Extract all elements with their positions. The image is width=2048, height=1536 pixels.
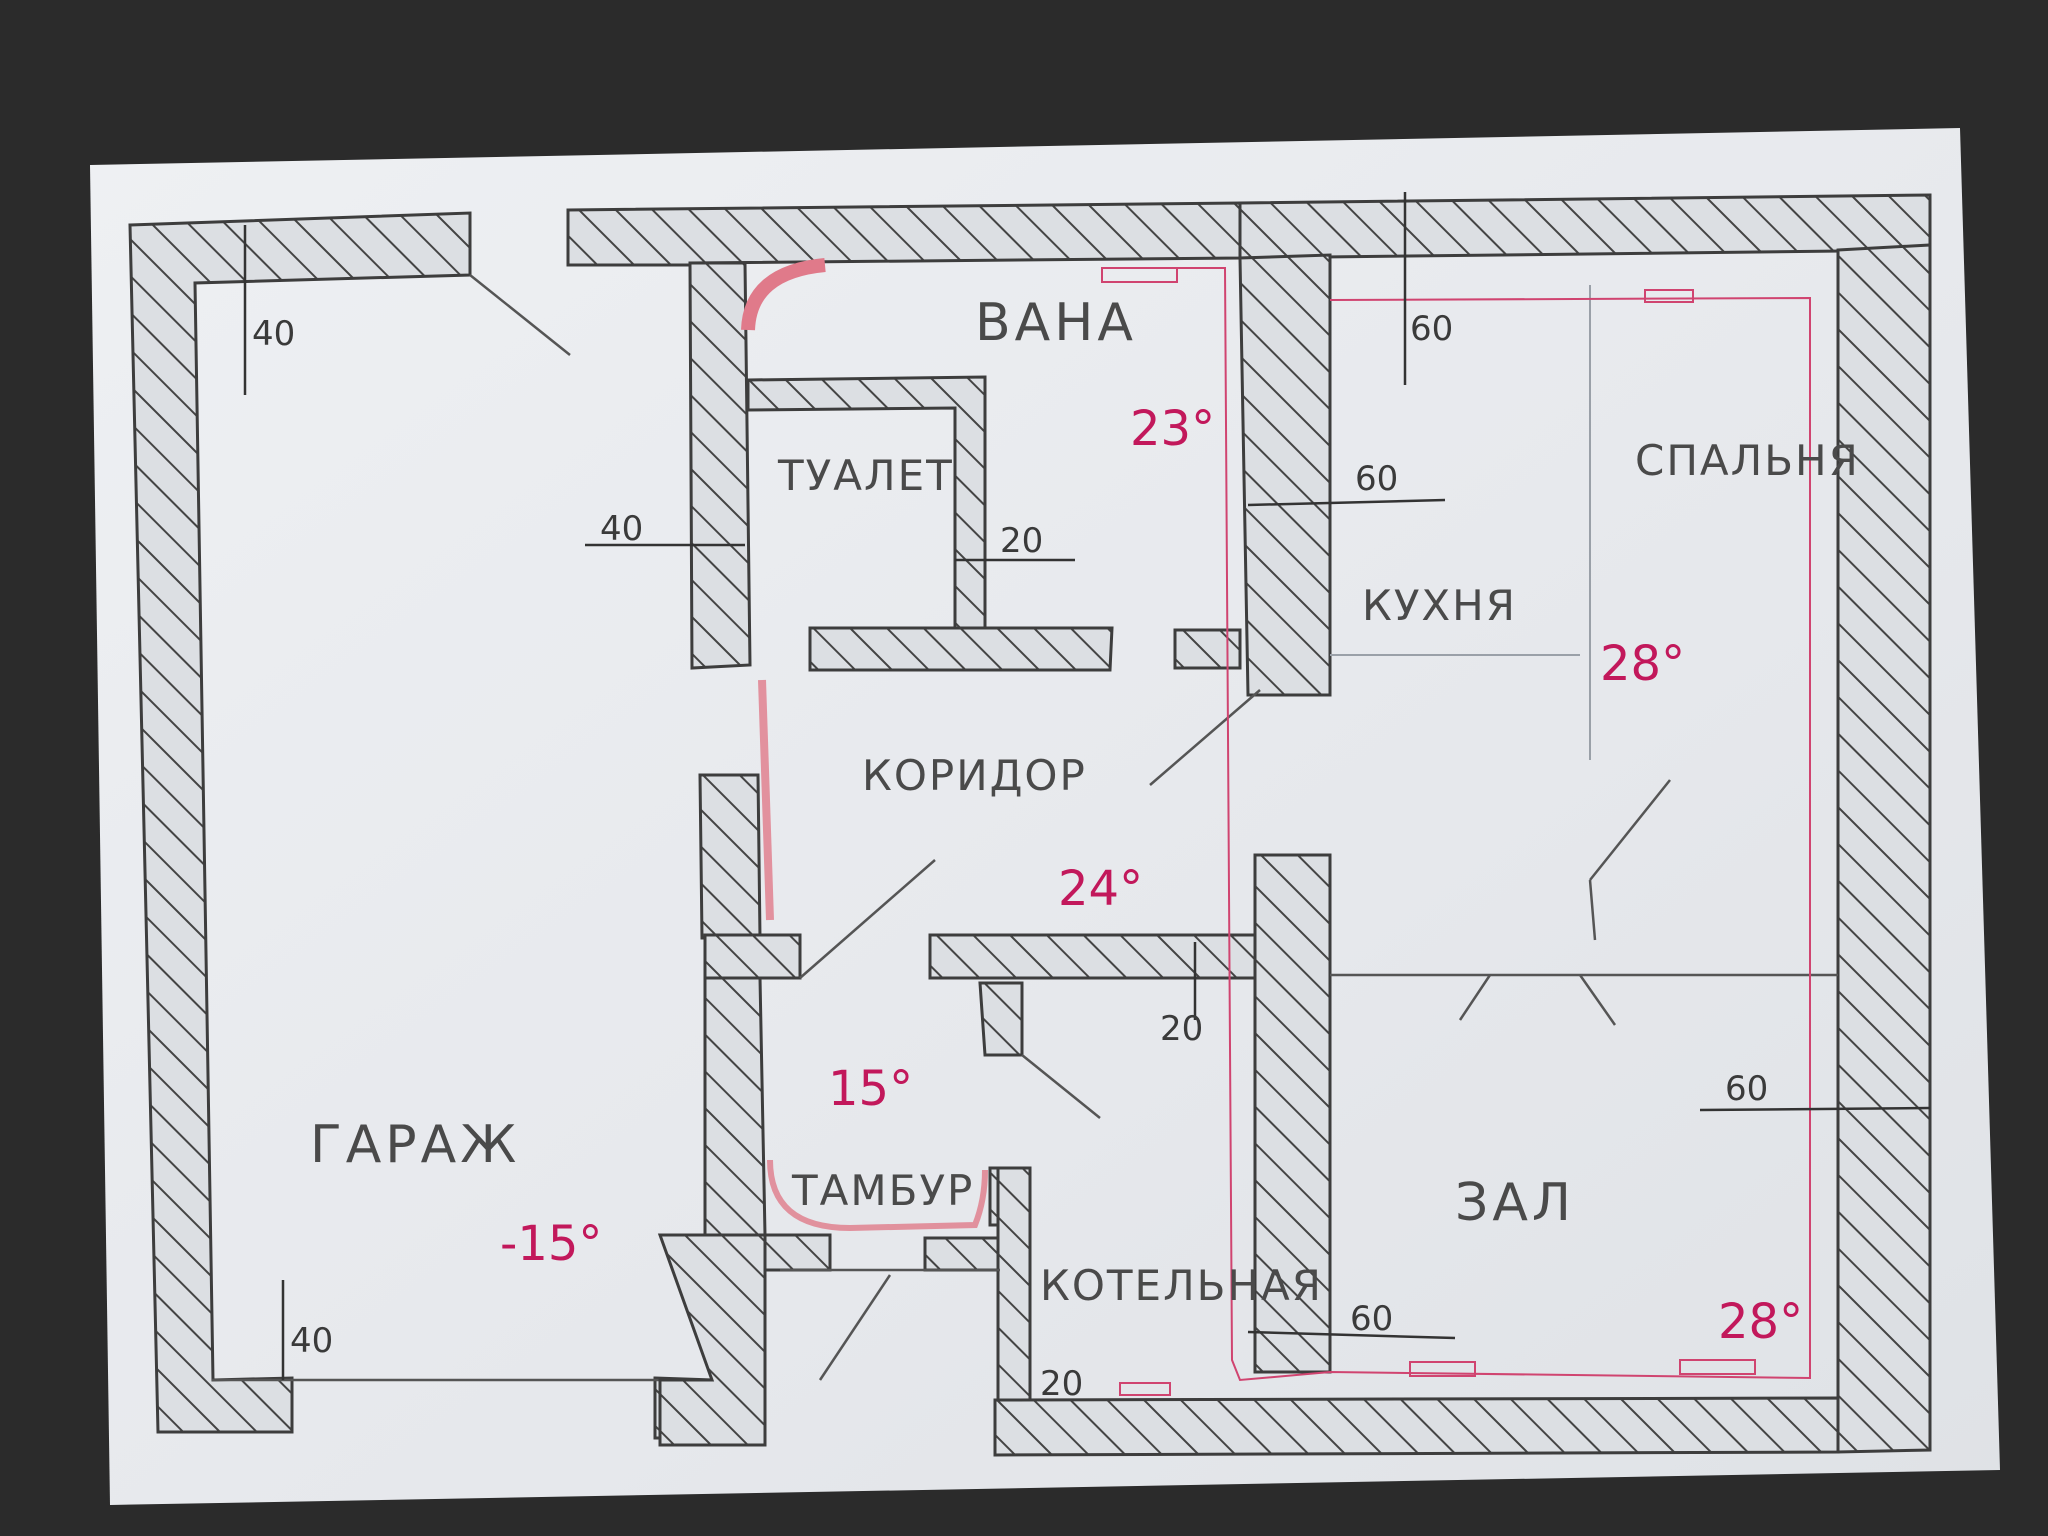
right-walls <box>993 193 1932 1457</box>
heating-lines <box>741 258 1811 1396</box>
dim-boiler-bottom: 20 <box>1040 1364 1083 1404</box>
temp-bedroom: 28° <box>1600 636 1685 692</box>
dim-hall-right: 60 <box>1725 1069 1768 1109</box>
central-walls <box>566 201 1257 1447</box>
temp-hall: 28° <box>1718 1294 1803 1350</box>
room-label-bedroom: СПАЛЬНЯ <box>1635 436 1860 485</box>
dim-garage-bottom: 40 <box>290 1321 333 1361</box>
temp-vestibule: 15° <box>828 1061 913 1117</box>
dim-toilet-left: 40 <box>600 509 643 549</box>
dimension-labels: 40 40 40 20 60 60 20 20 60 60 <box>252 309 1768 1404</box>
dim-boiler-top: 20 <box>1160 1009 1203 1049</box>
dim-kitchen-top: 60 <box>1410 309 1453 349</box>
room-label-kitchen: КУХНЯ <box>1362 581 1517 630</box>
temperature-labels: -15° 23° 24° 15° 28° 28° <box>500 401 1803 1350</box>
paper-sheet <box>90 128 2000 1505</box>
dimension-lines <box>243 192 1931 1380</box>
room-label-garage: ГАРАЖ <box>310 1115 520 1175</box>
dim-garage-top: 40 <box>252 314 295 354</box>
temp-garage: -15° <box>500 1216 602 1272</box>
room-label-boiler: КОТЕЛЬНАЯ <box>1040 1261 1323 1310</box>
door-swings <box>799 689 1671 1381</box>
room-labels: ГАРАЖ ВАНА ТУАЛЕТ КОРИДОР КУХНЯ СПАЛЬНЯ … <box>310 293 1860 1310</box>
room-label-corridor: КОРИДОР <box>862 751 1087 800</box>
room-label-hall: ЗАЛ <box>1455 1173 1575 1233</box>
temp-bath: 23° <box>1130 401 1215 457</box>
dim-toilet-right: 20 <box>1000 521 1043 561</box>
dim-hall-bottom: 60 <box>1350 1299 1393 1339</box>
room-label-vestibule: ТАМБУР <box>791 1166 974 1215</box>
room-label-bath: ВАНА <box>975 293 1137 353</box>
temp-corridor: 24° <box>1058 861 1143 917</box>
dim-kitchen-wall: 60 <box>1355 459 1398 499</box>
room-label-toilet: ТУАЛЕТ <box>777 451 954 500</box>
